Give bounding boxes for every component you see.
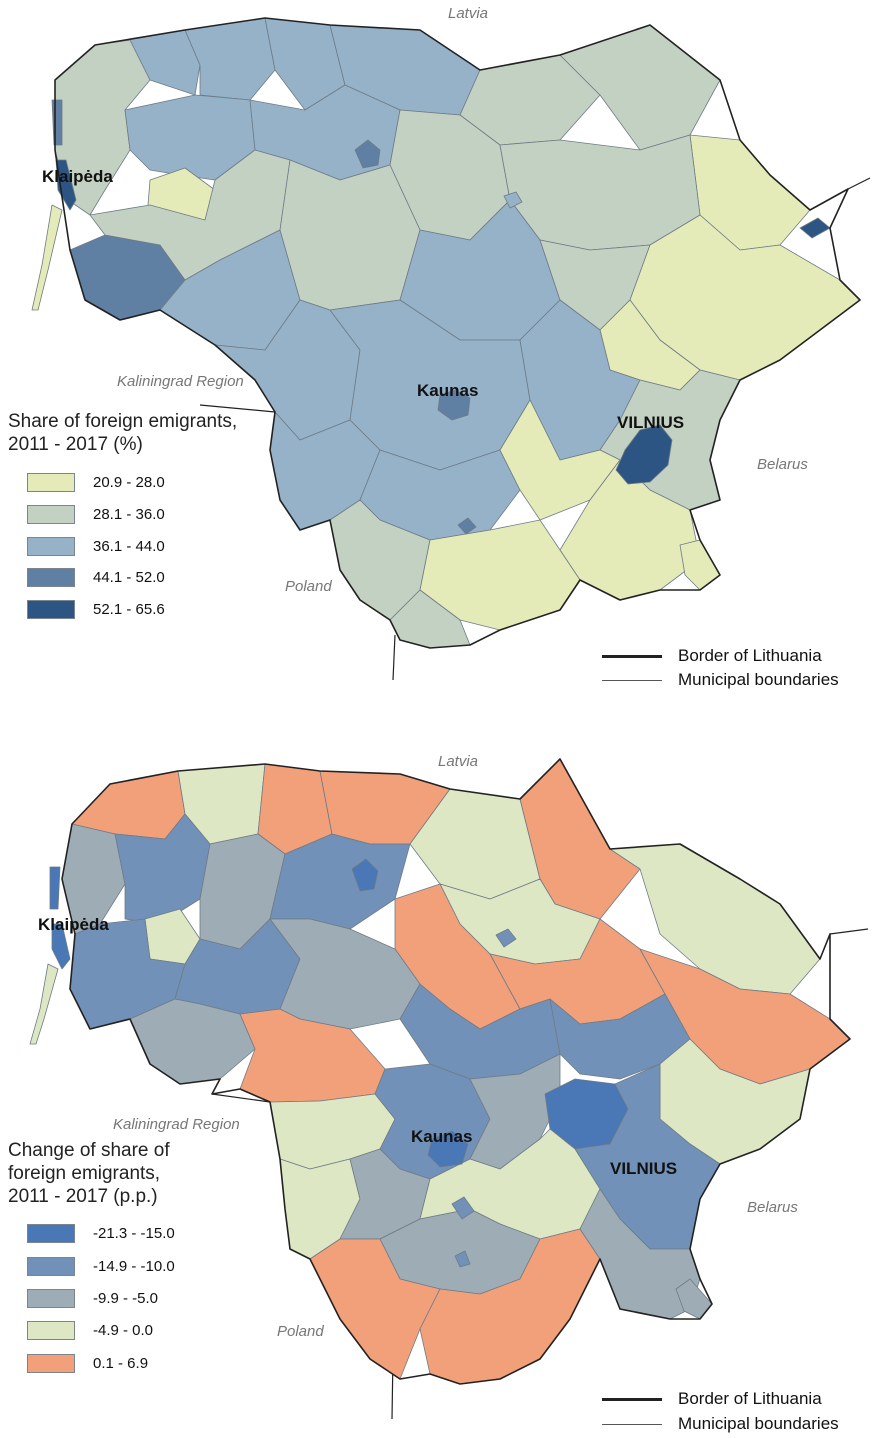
legend-label: -21.3 - -15.0 [93,1224,175,1242]
city-klaipeda [55,159,77,211]
region-north-1 [184,17,276,101]
legend-title-line: Share of foreign emigrants, [8,411,238,432]
legend-label: 44.1 - 52.0 [93,568,165,586]
legend-class-1: -21.3 - -15.0 [27,1222,175,1244]
legend-label: 36.1 - 44.0 [93,537,165,555]
legend-swatch [27,472,75,492]
label-poland: Poland [285,578,332,595]
lithuania-map-share [31,17,871,681]
city-vilnius [615,424,673,485]
border-of-lithuania [61,758,851,1385]
legend-class-5: 0.1 - 6.9 [27,1352,148,1374]
thin-line-symbol [602,679,662,681]
legend-class-3: 36.1 - 44.0 [27,535,165,557]
city-alytus [457,517,477,535]
city-panevezys [495,928,517,948]
legend-municipal-boundaries: Municipal boundaries [602,670,839,690]
label-klaipeda: Klaipėda [42,167,113,186]
legend-title-line: 2011 - 2017 (p.p.) [8,1186,158,1207]
city-kaunas [437,389,471,421]
legend-swatch [27,1256,75,1276]
legend-swatch [27,536,75,556]
label-kaunas: Kaunas [411,1127,473,1146]
city-palanga [51,99,63,146]
legend-class-2: 28.1 - 36.0 [27,503,165,525]
legend-border-label: Border of Lithuania [678,1389,822,1408]
border-poland-line [392,634,396,681]
legend-swatch [27,1223,75,1243]
legend-swatch [27,599,75,619]
legend-swatch [27,504,75,524]
thin-line-symbol [602,1423,662,1425]
label-kaliningrad-region: Kaliningrad Region [117,373,244,390]
legend-class-5: 52.1 - 65.6 [27,598,165,620]
city-klaipeda [51,923,71,970]
label-vilnius: VILNIUS [610,1159,678,1178]
legend-label: 0.1 - 6.9 [93,1354,149,1372]
label-kaunas: Kaunas [417,381,479,400]
legend-swatch [27,567,75,587]
border-latvia-belarus-line [829,928,869,935]
thick-line-symbol [602,654,662,658]
legend-municipal-boundaries: Municipal boundaries [602,1414,839,1434]
legend-label: 52.1 - 65.6 [93,600,165,618]
legend-title-line: 2011 - 2017 (%) [8,434,143,455]
legend-border-of-lithuania: Border of Lithuania [602,646,822,666]
map-panel-share: Latvia Kaliningrad Region Poland Belarus… [8,5,871,690]
legend-class-4: 44.1 - 52.0 [27,566,165,588]
legend-label: -9.9 - -5.0 [93,1289,159,1307]
legend-border-of-lithuania: Border of Lithuania [602,1389,822,1409]
legend-municipal-label: Municipal boundaries [678,1414,839,1433]
label-vilnius: VILNIUS [617,413,685,432]
legend-swatch [27,1353,75,1373]
label-latvia: Latvia [438,753,479,770]
city-alytus [454,1250,471,1268]
legend-label: 28.1 - 36.0 [93,505,165,523]
legend-municipal-label: Municipal boundaries [678,670,839,689]
border-kaliningrad-line [199,404,276,413]
legend-label: -4.9 - 0.0 [93,1321,154,1339]
legend-class-4: -4.9 - 0.0 [27,1319,153,1341]
legend-title-line: foreign emigrants, [8,1163,161,1184]
city-siauliai [354,139,381,169]
lithuania-map-change [29,758,869,1420]
border-of-lithuania [54,17,861,649]
legend-label: 20.9 - 28.0 [93,473,165,491]
label-belarus: Belarus [747,1199,798,1216]
legend-class-1: 20.9 - 28.0 [27,471,165,493]
city-kaunas [427,1130,469,1168]
city-siauliai [351,858,379,892]
legend-title-line: Change of share of [8,1140,170,1161]
label-klaipeda: Klaipėda [38,915,109,934]
legend-border-label: Border of Lithuania [678,646,822,665]
legend-label: -14.9 - -10.0 [93,1257,175,1275]
legend-swatch [27,1288,75,1308]
label-latvia: Latvia [448,5,489,22]
city-visaginas [799,217,831,239]
thick-line-symbol [602,1397,662,1401]
region-curonian-spit [29,963,59,1045]
border-latvia-belarus-line [847,177,871,190]
label-belarus: Belarus [757,456,808,473]
legend-class-3: -9.9 - -5.0 [27,1287,158,1309]
label-kaliningrad-region: Kaliningrad Region [113,1116,240,1133]
legend-class-2: -14.9 - -10.0 [27,1255,175,1277]
border-kaliningrad-line [211,1093,271,1103]
region-curonian-spit [31,204,63,311]
city-birstonas [451,1196,475,1220]
city-panevezys [503,191,523,209]
map-panel-change: Latvia Kaliningrad Region Poland Belarus… [0,719,877,1438]
legend-swatch [27,1320,75,1340]
city-palanga [49,866,61,910]
legend-title-share: Share of foreign emigrants, 2011 - 2017 … [8,410,298,456]
legend-title-change: Change of share of foreign emigrants, 20… [8,1139,298,1208]
label-poland: Poland [277,1323,324,1340]
